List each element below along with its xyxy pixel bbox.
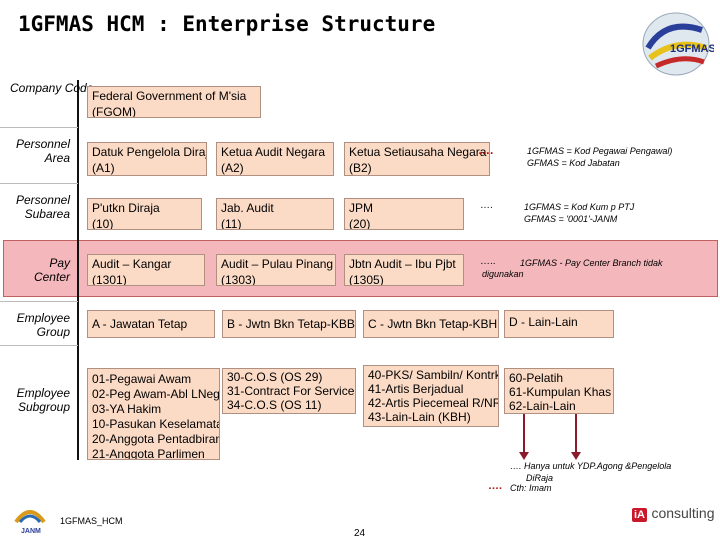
pay-center-name: Audit – Kangar — [92, 257, 172, 271]
company-name: Federal Government of M'sia — [92, 89, 247, 103]
gfmas-logo: 1GFMAS — [636, 8, 716, 78]
employee-group-c: C - Jwtn Bkn Tetap-KBH — [363, 310, 499, 338]
employee-group-d: D - Lain-Lain — [504, 310, 614, 338]
label-divider-pay — [77, 240, 79, 297]
subgroup-item: 21-Anggota Parlimen — [92, 447, 205, 460]
personnel-area-code: (A1) — [92, 161, 115, 175]
personnel-area-name: Datuk Pengelola Diraja — [92, 145, 207, 159]
note-bottom-2: DiRaja — [526, 473, 554, 483]
subgroup-col-c: 40-PKS/ Sambiln/ Kontrk 41-Artis Berjadu… — [363, 365, 499, 427]
label-personnel-subarea: Personnel Subarea — [15, 193, 70, 221]
subgroup-col-a: 01-Pegawai Awam 02-Peg Awam-Abl LNeg 03-… — [87, 368, 220, 460]
label-pay-center: Pay Center — [33, 256, 70, 284]
label-employee-subgroup: Employee Subgroup — [16, 386, 70, 414]
pay-center-1305: Jbtn Audit – Ibu Pjbt (1305) — [344, 254, 464, 286]
personnel-subarea-code: (11) — [221, 217, 242, 230]
subgroup-item: 60-Pelatih — [509, 371, 564, 385]
arrow-head-right — [571, 452, 581, 460]
subgroup-item: 61-Kumpulan Khas — [509, 385, 612, 399]
label-company-code: Company Code — [10, 81, 94, 95]
subgroup-item: 43-Lain-Lain (KBH) — [368, 410, 471, 424]
personnel-area-code: (B2) — [349, 161, 372, 175]
ia-brand-text: consulting — [651, 505, 715, 521]
subgroup-item: 02-Peg Awam-Abl LNeg — [92, 387, 220, 401]
personnel-subarea-code: (20) — [349, 217, 371, 230]
pay-center-name: Jbtn Audit – Ibu Pjbt — [349, 257, 456, 271]
janm-logo: JANM — [10, 500, 50, 536]
subgroup-item: 31-Contract For Service — [227, 384, 355, 398]
ellipsis-marker: …. — [488, 480, 503, 492]
pay-center-code: (1303) — [221, 273, 256, 286]
subgroup-item: 42-Artis Piecemeal R/NR — [368, 396, 499, 410]
personnel-area-name: Ketua Setiausaha Negara — [349, 145, 487, 159]
subgroup-col-b: 30-C.O.S (OS 29) 31-Contract For Service… — [222, 368, 356, 414]
employee-group-label: C - Jwtn Bkn Tetap-KBH — [368, 317, 498, 331]
note-pa-2: GFMAS = Kod Jabatan — [527, 158, 620, 168]
personnel-area-a2: Ketua Audit Negara (A2) — [216, 142, 334, 176]
personnel-area-b2: Ketua Setiausaha Negara (B2) — [344, 142, 490, 176]
subgroup-item: 34-C.O.S (OS 11) — [227, 398, 322, 412]
footer-left-text: 1GFMAS_HCM — [60, 516, 123, 526]
arrow-head-left — [519, 452, 529, 460]
page-number: 24 — [354, 528, 366, 539]
note-bottom-1: …. Hanya untuk YDP.Agong &Pengelola — [510, 461, 672, 471]
subgroup-item: 03-YA Hakim — [92, 402, 162, 416]
ia-badge: iA — [632, 508, 647, 522]
note-pa-1: 1GFMAS = Kod Pegawai Pengawal) — [527, 146, 673, 156]
personnel-subarea-code: (10) — [92, 217, 114, 230]
pay-center-name: Audit – Pulau Pinang — [221, 257, 334, 271]
personnel-subarea-10: P'utkn Diraja (10) — [87, 198, 202, 230]
separator — [0, 301, 78, 302]
personnel-subarea-20: JPM (20) — [344, 198, 464, 230]
personnel-subarea-name: P'utkn Diraja — [92, 201, 160, 215]
page-title: 1GFMAS HCM : Enterprise Structure — [18, 12, 436, 36]
employee-group-label: B - Jwtn Bkn Tetap-KBB — [227, 317, 355, 331]
separator — [0, 183, 78, 184]
janm-logo-text: JANM — [21, 528, 41, 535]
subgroup-item: 30-C.O.S (OS 29) — [227, 370, 323, 384]
subgroup-col-d: 60-Pelatih 61-Kumpulan Khas 62-Lain-Lain — [504, 368, 614, 414]
subgroup-item: 01-Pegawai Awam — [92, 372, 192, 386]
employee-group-label: A - Jawatan Tetap — [92, 317, 188, 331]
employee-group-b: B - Jwtn Bkn Tetap-KBB — [222, 310, 356, 338]
ellipsis-marker: ….. — [480, 256, 496, 267]
employee-group-label: D - Lain-Lain — [509, 315, 578, 329]
subgroup-item: 41-Artis Berjadual — [368, 382, 464, 396]
label-employee-group: Employee Group — [16, 311, 70, 339]
employee-group-a: A - Jawatan Tetap — [87, 310, 215, 338]
personnel-subarea-11: Jab. Audit (11) — [216, 198, 334, 230]
subgroup-item: 40-PKS/ Sambiln/ Kontrk — [368, 368, 499, 382]
note-psa-1: 1GFMAS = Kod Kum p PTJ — [524, 202, 635, 212]
note-bottom-3: Cth: Imam — [510, 483, 552, 493]
personnel-area-name: Ketua Audit Negara — [221, 145, 326, 159]
personnel-area-code: (A2) — [221, 161, 244, 175]
pay-center-1303: Audit – Pulau Pinang (1303) — [216, 254, 336, 286]
pay-center-1301: Audit – Kangar (1301) — [87, 254, 205, 286]
ellipsis-marker: …. — [478, 143, 494, 157]
ia-consulting-logo: iA consulting — [632, 505, 715, 525]
arrow-shaft-left — [523, 414, 525, 454]
subgroup-item: 62-Lain-Lain — [509, 399, 576, 413]
ellipsis-marker: …. — [480, 200, 493, 211]
label-personnel-area: Personnel Area — [15, 137, 70, 165]
subgroup-item: 20-Anggota Pentadbiran — [92, 432, 220, 446]
arrow-shaft-right — [575, 414, 577, 454]
separator — [0, 345, 78, 346]
company-code-box: Federal Government of M'sia (FGOM) — [87, 86, 261, 118]
personnel-subarea-name: JPM — [349, 201, 373, 215]
company-code: (FGOM) — [92, 105, 136, 118]
separator — [0, 127, 78, 128]
personnel-subarea-name: Jab. Audit — [221, 201, 274, 215]
pay-center-code: (1305) — [349, 273, 384, 286]
personnel-area-a1: Datuk Pengelola Diraja (A1) — [87, 142, 207, 176]
note-pay-1: 1GFMAS - Pay Center Branch tidak — [520, 258, 663, 268]
pay-center-code: (1301) — [92, 273, 127, 286]
logo-text: 1GFMAS — [670, 43, 714, 55]
subgroup-item: 10-Pasukan Keselamatan — [92, 417, 220, 431]
note-pay-2: digunakan — [482, 269, 524, 279]
note-psa-2: GFMAS = '0001'-JANM — [524, 214, 618, 224]
